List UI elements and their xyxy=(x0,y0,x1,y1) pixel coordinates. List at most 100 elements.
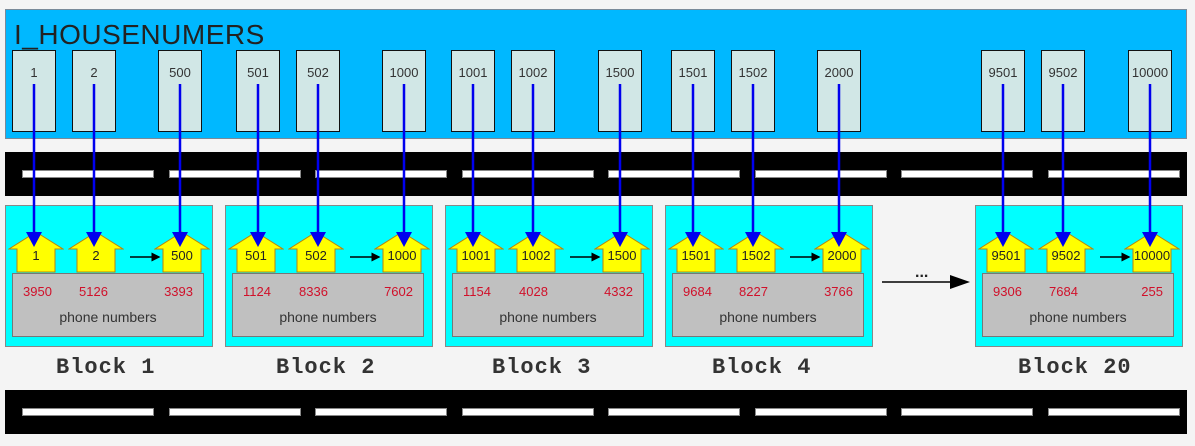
house: 501 xyxy=(228,231,284,273)
phone-number: 3766 xyxy=(824,284,853,299)
phone-number: 7684 xyxy=(1049,284,1078,299)
house: 9501 xyxy=(978,231,1034,273)
house: 1500 xyxy=(594,231,650,273)
house-icon xyxy=(8,231,64,273)
index-entry: 10000 xyxy=(1128,50,1172,132)
block-label: Block 2 xyxy=(276,355,376,380)
house: 2000 xyxy=(814,231,870,273)
house-number: 9501 xyxy=(991,248,1021,263)
house-icon xyxy=(594,231,650,273)
block-3: 1001 1002 1500 1154 4028 4332 phone numbers xyxy=(445,205,653,347)
lane-marking xyxy=(22,408,154,416)
house: 9502 xyxy=(1038,231,1094,273)
index-entry: 1002 xyxy=(511,50,555,132)
lane-marking xyxy=(1047,170,1180,178)
index-entry: 9502 xyxy=(1041,50,1085,132)
phone-number: 3393 xyxy=(164,284,193,299)
phone-number: 1124 xyxy=(243,284,271,299)
road-top xyxy=(5,152,1187,196)
lane-marking xyxy=(315,170,447,178)
lane-marking xyxy=(168,408,301,416)
house: 500 xyxy=(154,231,210,273)
house-icon xyxy=(228,231,284,273)
block-4: 1501 1502 2000 9684 8227 3766 phone numbers xyxy=(665,205,873,347)
phone-number: 4028 xyxy=(519,284,548,299)
house-icon xyxy=(508,231,564,273)
house-number: 1501 xyxy=(681,248,711,263)
phone-number: 5126 xyxy=(79,284,108,299)
phone-numbers-label: phone numbers xyxy=(719,309,817,325)
block-label: Block 4 xyxy=(712,355,812,380)
house: 1 xyxy=(8,231,64,273)
house: 2 xyxy=(68,231,124,273)
house-number: 10000 xyxy=(1133,248,1171,263)
house: 1002 xyxy=(508,231,564,273)
house-number: 9502 xyxy=(1051,248,1081,263)
index-entry: 501 xyxy=(236,50,280,132)
phone-number: 9684 xyxy=(683,284,712,299)
index-entry: 500 xyxy=(158,50,202,132)
house-icon xyxy=(1038,231,1094,273)
index-entry: 1 xyxy=(12,50,56,132)
phone-numbers-box: 1154 4028 4332 phone numbers xyxy=(452,273,644,337)
phone-numbers-label: phone numbers xyxy=(59,309,157,325)
phone-number: 7602 xyxy=(384,284,413,299)
phone-number: 255 xyxy=(1141,284,1163,299)
house-number: 1000 xyxy=(387,248,417,263)
block-2: 501 502 1000 1124 8336 7602 phone numbers xyxy=(225,205,433,347)
phone-number: 8227 xyxy=(739,284,768,299)
house: 1501 xyxy=(668,231,724,273)
index-entry: 1502 xyxy=(731,50,775,132)
house-icon xyxy=(374,231,430,273)
house-icon xyxy=(68,231,124,273)
phone-number: 1154 xyxy=(463,284,491,299)
index-entry: 502 xyxy=(296,50,340,132)
lane-marking xyxy=(461,408,594,416)
house-icon xyxy=(154,231,210,273)
house: 502 xyxy=(288,231,344,273)
lane-marking xyxy=(168,170,301,178)
phone-number: 8336 xyxy=(299,284,328,299)
lane-marking xyxy=(608,170,740,178)
index-entry: 1000 xyxy=(382,50,426,132)
phone-numbers-label: phone numbers xyxy=(1029,309,1127,325)
phone-numbers-label: phone numbers xyxy=(499,309,597,325)
index-title: I_HOUSENUMERS xyxy=(14,19,265,50)
house-number: 1001 xyxy=(461,248,491,263)
phone-numbers-label: phone numbers xyxy=(279,309,377,325)
lane-marking xyxy=(1047,408,1180,416)
lane-marking xyxy=(754,170,887,178)
house: 10000 xyxy=(1124,231,1180,273)
house-number: 1502 xyxy=(741,248,771,263)
house-number: 500 xyxy=(171,248,193,263)
index-entry: 2000 xyxy=(817,50,861,132)
house-number: 1500 xyxy=(607,248,637,263)
house-number: 502 xyxy=(305,248,327,263)
block-label: Block 3 xyxy=(492,355,592,380)
ellipsis-label: ... xyxy=(915,264,929,281)
phone-number: 4332 xyxy=(604,284,633,299)
index-entry: 9501 xyxy=(981,50,1025,132)
lane-marking xyxy=(901,408,1033,416)
house-icon xyxy=(448,231,504,273)
index-entry: 2 xyxy=(72,50,116,132)
house: 1001 xyxy=(448,231,504,273)
block-label: Block 1 xyxy=(56,355,156,380)
road-bottom xyxy=(5,390,1187,434)
lane-marking xyxy=(754,408,887,416)
house-number: 1002 xyxy=(521,248,551,263)
house-number: 501 xyxy=(245,248,267,263)
index-entry: 1500 xyxy=(598,50,642,132)
house-number: 2 xyxy=(92,248,100,263)
house-number: 1 xyxy=(32,248,40,263)
house: 1000 xyxy=(374,231,430,273)
phone-numbers-box: 9684 8227 3766 phone numbers xyxy=(672,273,864,337)
lane-marking xyxy=(461,170,594,178)
house: 1502 xyxy=(728,231,784,273)
house-icon xyxy=(728,231,784,273)
index-entry: 1001 xyxy=(451,50,495,132)
